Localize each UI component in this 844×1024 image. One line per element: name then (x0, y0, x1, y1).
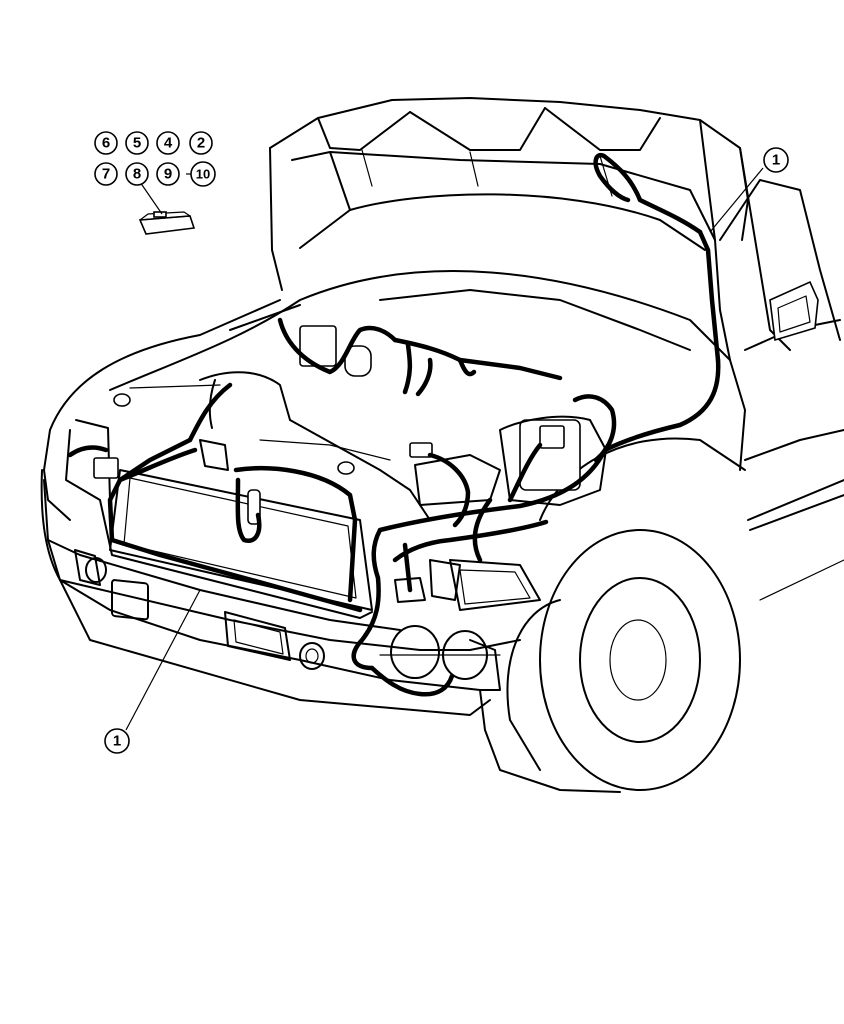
engine-bay (93, 289, 691, 691)
callout-1-hood: 1 (763, 147, 789, 173)
front-bumper (40, 469, 521, 716)
svg-text:10: 10 (196, 167, 210, 182)
callout-2: 2 (189, 131, 213, 155)
hood (269, 97, 791, 361)
grille-and-front (65, 419, 373, 619)
callout-9: 9 (156, 162, 180, 186)
callout-10: 10 (190, 161, 216, 187)
callout-1-bumper: 1 (104, 728, 130, 754)
callout-5: 5 (125, 131, 149, 155)
body-outline (43, 270, 746, 793)
svg-text:2: 2 (197, 135, 205, 152)
svg-text:1: 1 (772, 152, 780, 169)
svg-text:4: 4 (164, 135, 173, 152)
headlamp (449, 559, 541, 611)
front-wheel (506, 529, 741, 791)
svg-text:6: 6 (102, 135, 110, 152)
svg-text:1: 1 (113, 733, 121, 750)
callout-4: 4 (156, 131, 180, 155)
svg-text:5: 5 (133, 135, 141, 152)
callout-leaders (125, 167, 764, 731)
windshield-and-cab (719, 179, 844, 601)
svg-text:8: 8 (133, 166, 141, 183)
wiring-harness (67, 152, 721, 697)
callout-6: 6 (94, 131, 118, 155)
callout-8: 8 (125, 162, 149, 186)
svg-text:9: 9 (164, 166, 172, 183)
control-module (138, 211, 196, 235)
svg-text:7: 7 (102, 166, 110, 183)
callout-7: 7 (94, 162, 118, 186)
